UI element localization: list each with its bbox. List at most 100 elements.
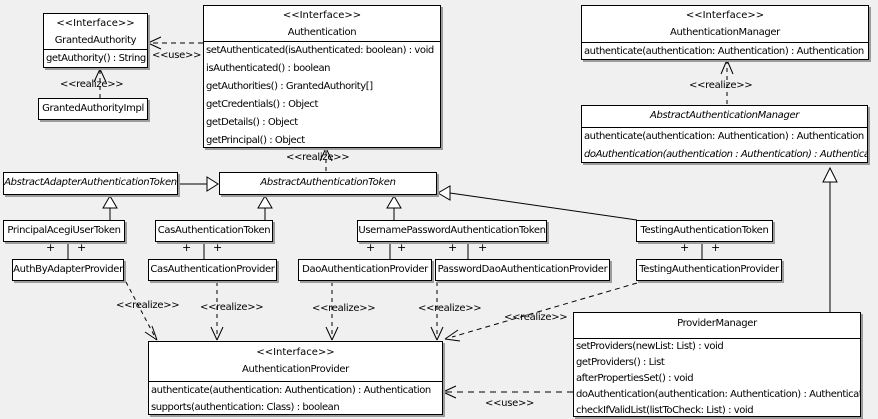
hollow-triangle-icon xyxy=(437,185,451,201)
class-username-password-authentication-token[interactable]: UsernamePasswordAuthenticationToken xyxy=(357,220,547,242)
generalization-edge-usernamepasswordtoken xyxy=(386,195,402,220)
class-name: TestingAuthenticationToken xyxy=(640,225,769,236)
use-label: <<use>> xyxy=(152,50,202,61)
class-name: CasAuthenticationToken xyxy=(157,225,271,236)
realize-edge-authbyadapterprovider xyxy=(125,281,158,341)
class-name: AbstractAuthenticationManager xyxy=(649,110,800,121)
generalization-edge-testingauthenticationtoken xyxy=(437,185,638,221)
class-granted-authority-impl[interactable]: GrantedAuthorityImpl xyxy=(38,98,148,120)
hollow-triangle-icon xyxy=(206,176,219,192)
use-edge-providermanager xyxy=(442,385,573,399)
hollow-triangle-icon xyxy=(257,195,273,209)
class-cas-authentication-token[interactable]: CasAuthenticationToken xyxy=(155,220,273,242)
hollow-triangle-icon xyxy=(386,195,402,209)
class-abstract-authentication-manager[interactable]: AbstractAuthenticationManager authentica… xyxy=(581,105,868,163)
class-name: UsernamePasswordAuthenticationToken xyxy=(358,225,546,236)
class-name: CasAuthenticationProvider xyxy=(150,264,275,275)
realize-label: <<realize>> xyxy=(689,80,753,91)
open-arrowhead-icon xyxy=(210,326,224,341)
open-arrowhead-icon xyxy=(442,385,457,399)
compartment-divider xyxy=(204,41,440,42)
association-plus-label: + xyxy=(46,241,56,254)
compartment-divider xyxy=(582,127,867,128)
stereotype-label: <<Interface>> xyxy=(256,347,335,358)
class-name: GrantedAuthorityImpl xyxy=(42,103,144,114)
method-label: getAuthority() : String xyxy=(46,53,146,64)
compartment-divider xyxy=(44,49,147,50)
class-auth-by-adapter-provider[interactable]: AuthByAdapterProvider xyxy=(12,259,124,281)
open-arrowhead-icon xyxy=(720,59,734,75)
class-testing-authentication-token[interactable]: TestingAuthenticationToken xyxy=(636,220,773,242)
association-plus-label: + xyxy=(77,241,87,254)
stereotype-label: <<Interface>> xyxy=(56,18,135,29)
association-plus-label: + xyxy=(478,241,488,254)
class-principal-acegi-user-token[interactable]: PrincipalAcegiUserToken xyxy=(3,220,125,242)
open-arrowhead-icon xyxy=(430,326,444,341)
compartment-divider xyxy=(149,381,442,382)
class-granted-authority[interactable]: <<Interface>> GrantedAuthority getAuthor… xyxy=(43,13,148,68)
class-authentication-manager[interactable]: <<Interface>> AuthenticationManager auth… xyxy=(581,5,869,60)
association-plus-label: + xyxy=(182,241,192,254)
class-name: AuthenticationProvider xyxy=(242,364,349,375)
use-edge-authentication-grantedauthority xyxy=(147,36,203,50)
class-name: ProviderManager xyxy=(677,318,757,329)
class-dao-authentication-provider[interactable]: DaoAuthenticationProvider xyxy=(298,259,432,281)
realize-label: <<realize>> xyxy=(200,302,264,313)
open-arrowhead-icon xyxy=(325,326,339,341)
method-label: doAuthentication(authentication: Authent… xyxy=(576,389,860,400)
stereotype-label: <<Interface>> xyxy=(685,10,765,21)
open-arrowhead-icon xyxy=(444,329,461,342)
open-arrowhead-icon xyxy=(144,325,158,341)
class-name: DaoAuthenticationProvider xyxy=(302,264,428,275)
association-plus-label: + xyxy=(397,241,407,254)
method-label: checkIfValidList(listToCheck: List) : vo… xyxy=(576,405,754,416)
class-abstract-adapter-authentication-token[interactable]: AbstractAdapterAuthenticationToken xyxy=(3,172,178,195)
method-label: setProviders(newList: List) : void xyxy=(576,341,724,352)
class-name: Authentication xyxy=(287,27,357,38)
class-name: AuthenticationManager xyxy=(670,27,780,38)
method-label: isAuthenticated() : boolean xyxy=(206,63,331,74)
generalization-edge-providermanager xyxy=(822,166,838,312)
method-label: authenticate(authentication: Authenticat… xyxy=(151,385,431,396)
association-plus-label: + xyxy=(711,241,721,254)
method-label: getAuthorities() : GrantedAuthority[] xyxy=(206,81,373,92)
compartment-divider xyxy=(582,42,868,43)
association-plus-label: + xyxy=(213,241,223,254)
method-label: supports(authentication: Class) : boolea… xyxy=(151,402,340,413)
association-plus-label: + xyxy=(448,241,458,254)
generalization-edge-casauthenticationtoken xyxy=(257,195,273,220)
method-label: getProviders() : List xyxy=(576,357,665,368)
class-authentication[interactable]: <<Interface>> Authentication setAuthenti… xyxy=(203,5,441,148)
realize-label: <<realize>> xyxy=(504,312,568,323)
class-authentication-provider[interactable]: <<Interface>> AuthenticationProvider aut… xyxy=(148,341,443,415)
realize-label: <<realize>> xyxy=(418,303,482,314)
method-label: getCredentials() : Object xyxy=(206,99,318,110)
class-abstract-authentication-token[interactable]: AbstractAuthenticationToken xyxy=(219,172,437,195)
class-password-dao-authentication-provider[interactable]: PasswordDaoAuthenticationProvider xyxy=(435,259,610,281)
class-name: AbstractAdapterAuthenticationToken xyxy=(4,177,177,188)
class-provider-manager[interactable]: ProviderManager setProviders(newList: Li… xyxy=(573,312,861,417)
abstract-method-label: doAuthentication(authentication : Authen… xyxy=(584,149,867,160)
compartment-divider xyxy=(574,338,860,339)
use-label: <<use>> xyxy=(485,398,535,409)
realize-label: <<realize>> xyxy=(116,300,180,311)
realize-label: <<realize>> xyxy=(286,152,350,163)
association-plus-label: + xyxy=(366,241,376,254)
class-name: TestingAuthenticationProvider xyxy=(639,264,779,275)
realize-label: <<realize>> xyxy=(312,303,376,314)
class-cas-authentication-provider[interactable]: CasAuthenticationProvider xyxy=(148,259,277,281)
method-label: authenticate(authentication: Authenticat… xyxy=(584,46,864,57)
realize-label: <<realize>> xyxy=(60,79,124,90)
hollow-triangle-icon xyxy=(822,166,838,183)
generalization-edge-principalacegiusertoken xyxy=(102,195,118,220)
class-testing-authentication-provider[interactable]: TestingAuthenticationProvider xyxy=(636,259,782,281)
method-label: authenticate(authentication: Authenticat… xyxy=(584,131,864,142)
method-label: afterPropertiesSet() : void xyxy=(576,373,694,384)
class-name: AuthByAdapterProvider xyxy=(13,264,123,275)
hollow-triangle-icon xyxy=(102,195,118,209)
method-label: getPrincipal() : Object xyxy=(206,135,305,146)
class-name: AbstractAuthenticationToken xyxy=(260,177,396,188)
stereotype-label: <<Interface>> xyxy=(282,10,362,21)
association-plus-label: + xyxy=(680,241,690,254)
